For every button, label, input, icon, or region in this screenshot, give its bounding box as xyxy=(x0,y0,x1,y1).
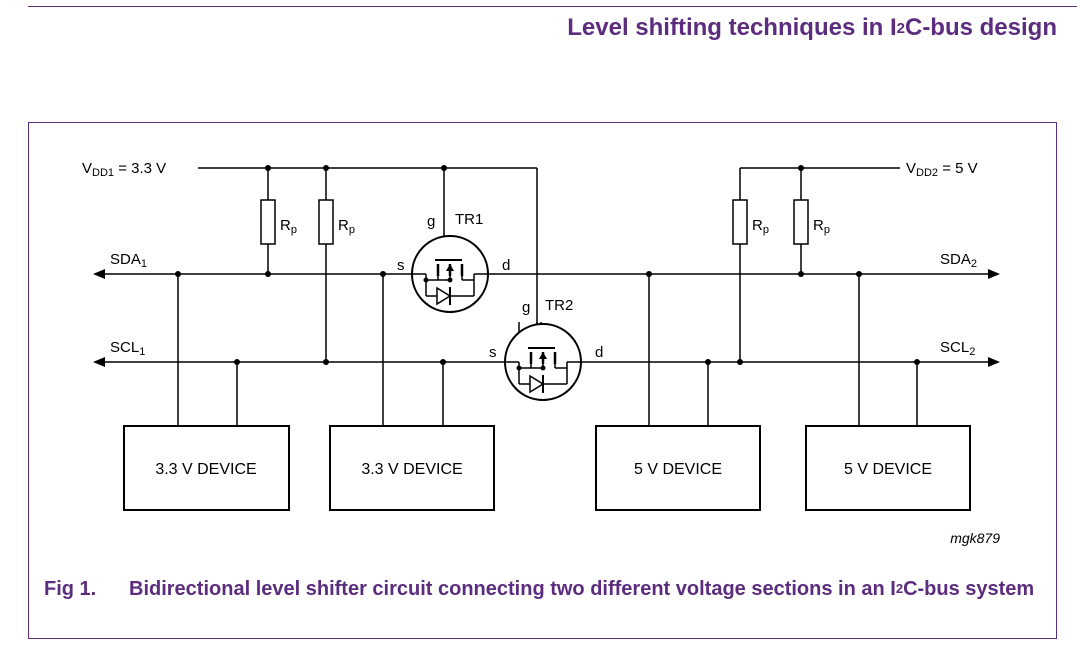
scl2-arrow-icon xyxy=(988,357,1000,367)
device-label-4: 5 V DEVICE xyxy=(844,461,932,478)
tr2-drain-label: d xyxy=(595,344,603,361)
tr2-label: TR2 xyxy=(545,297,573,314)
scl2-label: SCL2 xyxy=(940,339,975,358)
vdd2-label: VDD2 = 5 V xyxy=(906,160,978,179)
pullup-resistor-1 xyxy=(260,199,276,245)
figure-code: mgk879 xyxy=(950,530,1000,546)
tr2-gate-label: g xyxy=(522,299,530,316)
tr1-label: TR1 xyxy=(455,211,483,228)
resistor-label-3: Rp xyxy=(752,217,769,236)
scl1-label: SCL1 xyxy=(110,339,145,358)
device-label-3: 5 V DEVICE xyxy=(634,461,722,478)
pullup-resistor-2 xyxy=(318,199,334,245)
device-boxes xyxy=(123,425,971,511)
figure-caption-text: Bidirectional level shifter circuit conn… xyxy=(129,578,1035,600)
tr2-source-label: s xyxy=(489,344,497,361)
figure-number: Fig 1. xyxy=(44,578,97,600)
resistor-label-2: Rp xyxy=(338,217,355,236)
vdd1-label: VDD1 = 3.3 V xyxy=(82,160,166,179)
tr1-drain-label: d xyxy=(502,257,510,274)
resistor-label-1: Rp xyxy=(280,217,297,236)
device-box-2 xyxy=(329,425,495,511)
sda2-label: SDA2 xyxy=(940,251,977,270)
figure-frame xyxy=(28,122,1057,639)
transistor-tr2-icon xyxy=(503,322,583,402)
figure-caption: Fig 1. Bidirectional level shifter circu… xyxy=(44,576,1044,604)
sda2-arrow-icon xyxy=(988,269,1000,279)
top-rule xyxy=(28,6,1077,7)
device-box-3 xyxy=(595,425,761,511)
pullup-resistor-3 xyxy=(732,199,748,245)
tr1-source-label: s xyxy=(397,257,405,274)
sda1-label: SDA1 xyxy=(110,251,147,270)
resistor-label-4: Rp xyxy=(813,217,830,236)
device-label-2: 3.3 V DEVICE xyxy=(361,461,462,478)
page-header-title: Level shifting techniques in I2C-bus des… xyxy=(567,14,1057,41)
device-box-4 xyxy=(805,425,971,511)
device-box-1 xyxy=(123,425,290,511)
transistor-tr1-icon xyxy=(410,234,490,314)
device-label-1: 3.3 V DEVICE xyxy=(155,461,256,478)
pullup-resistor-4 xyxy=(793,199,809,245)
scl1-arrow-icon xyxy=(93,357,105,367)
tr1-gate-label: g xyxy=(427,213,435,230)
sda1-arrow-icon xyxy=(93,269,105,279)
